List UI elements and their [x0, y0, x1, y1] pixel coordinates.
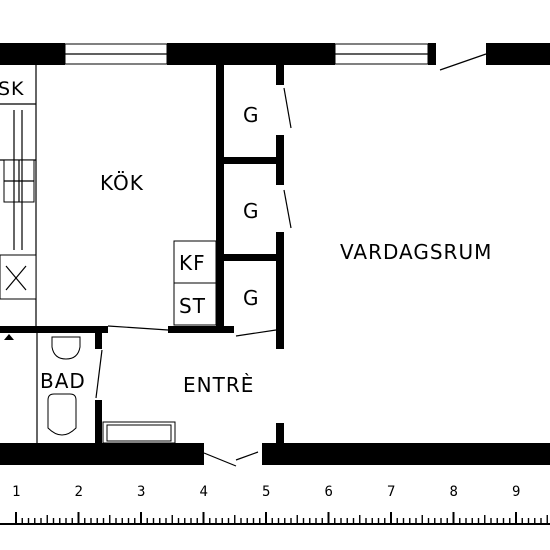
room-label-g1: G — [243, 103, 260, 127]
balcony-door-swing — [439, 53, 487, 71]
top-wall — [0, 43, 550, 71]
scale-label: 7 — [387, 484, 395, 500]
storage-boxes — [173, 240, 217, 326]
room-label-bad: BAD — [40, 369, 86, 393]
scale-label: 3 — [137, 484, 145, 500]
toilet — [47, 393, 77, 436]
scale-label: 8 — [450, 484, 458, 500]
closet-door-1 — [283, 87, 292, 129]
closet-door-3 — [235, 329, 277, 337]
kitchen-walls — [216, 65, 292, 349]
scale-label: 6 — [325, 484, 333, 500]
bath-door-swing — [95, 349, 103, 399]
room-label-sk: SK — [0, 78, 25, 100]
kitchen-door-swing — [107, 325, 169, 331]
scale-label: 5 — [262, 484, 270, 500]
room-label-vardagsrum: VARDAGSRUM — [340, 240, 492, 264]
mid-wall — [0, 325, 277, 340]
entry-door-swing — [203, 452, 237, 467]
room-label-st: ST — [179, 294, 206, 318]
scale-bar: 1 2 3 4 5 6 7 8 9 — [0, 484, 550, 525]
kitchen-counter — [0, 65, 37, 330]
scale-label: 9 — [512, 484, 520, 500]
room-label-kok: KÖK — [100, 171, 144, 195]
room-label-kf: KF — [179, 251, 206, 275]
fridge-box — [0, 254, 37, 300]
bathroom — [36, 333, 176, 444]
sink — [51, 336, 81, 360]
room-label-g3: G — [243, 286, 260, 310]
closet-door-2 — [283, 189, 292, 229]
scale-label: 2 — [75, 484, 83, 500]
room-label-g2: G — [243, 199, 260, 223]
bottom-wall — [0, 423, 550, 467]
scale-label: 4 — [200, 484, 208, 500]
scale-label: 1 — [12, 484, 20, 500]
room-label-entre: ENTRÈ — [183, 373, 254, 397]
